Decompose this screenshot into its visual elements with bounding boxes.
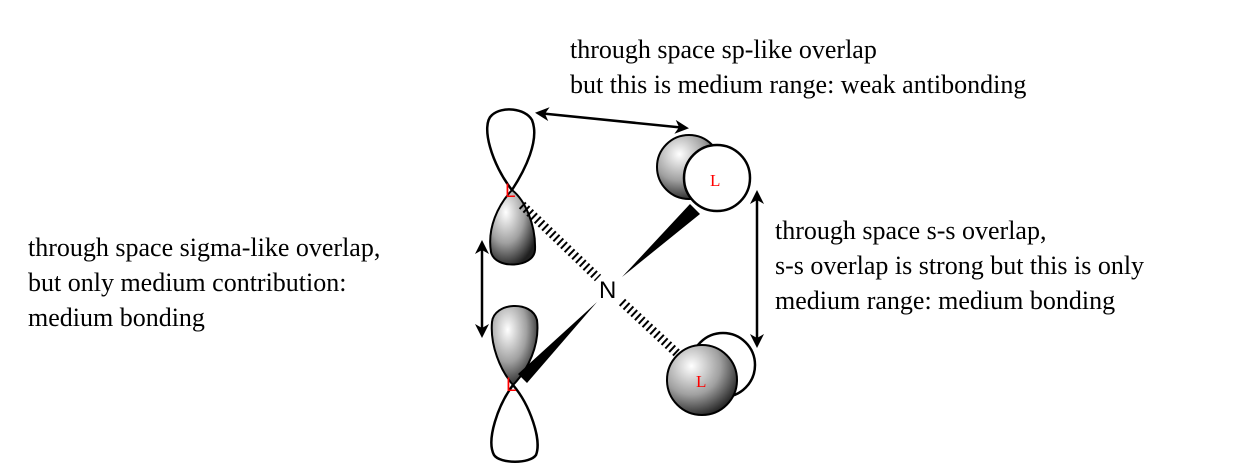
- right-annotation-line-1: through space s-s overlap,: [775, 216, 1046, 245]
- top-double-arrow: [535, 107, 689, 134]
- top-annotation-line-1: through space sp-like overlap: [570, 35, 877, 64]
- nitrogen-atom-label: N: [599, 277, 616, 304]
- hashed-bond-bottom-right: [618, 298, 684, 360]
- wedge-bond-bottom-left: [518, 302, 597, 383]
- left-annotation-line-3: medium bonding: [28, 303, 205, 332]
- bottom-left-shaded-lobe: [490, 305, 539, 387]
- left-annotation-line-1: through space sigma-like overlap,: [28, 233, 380, 262]
- ligand-label-top-right: L: [710, 171, 720, 190]
- right-annotation-line-2: s-s overlap is strong but this is only: [775, 251, 1144, 280]
- right-annotation-line-3: medium range: medium bonding: [775, 286, 1115, 315]
- ligand-label-bottom-left: L: [506, 375, 517, 396]
- bottom-left-white-lobe: [490, 382, 539, 463]
- top-left-white-lobe: [485, 108, 536, 193]
- ligand-label-top-left: L: [505, 181, 516, 202]
- left-annotation-line-2: but only medium contribution:: [28, 268, 346, 297]
- hashed-bond-top-left: [518, 201, 602, 282]
- ligand-label-bottom-right: L: [696, 372, 706, 391]
- wedge-bond-top-right: [622, 204, 700, 277]
- top-right-white-sphere: [682, 143, 752, 213]
- top-annotation-line-2: but this is medium range: weak antibondi…: [570, 70, 1026, 99]
- bottom-right-shaded-sphere: [666, 344, 738, 416]
